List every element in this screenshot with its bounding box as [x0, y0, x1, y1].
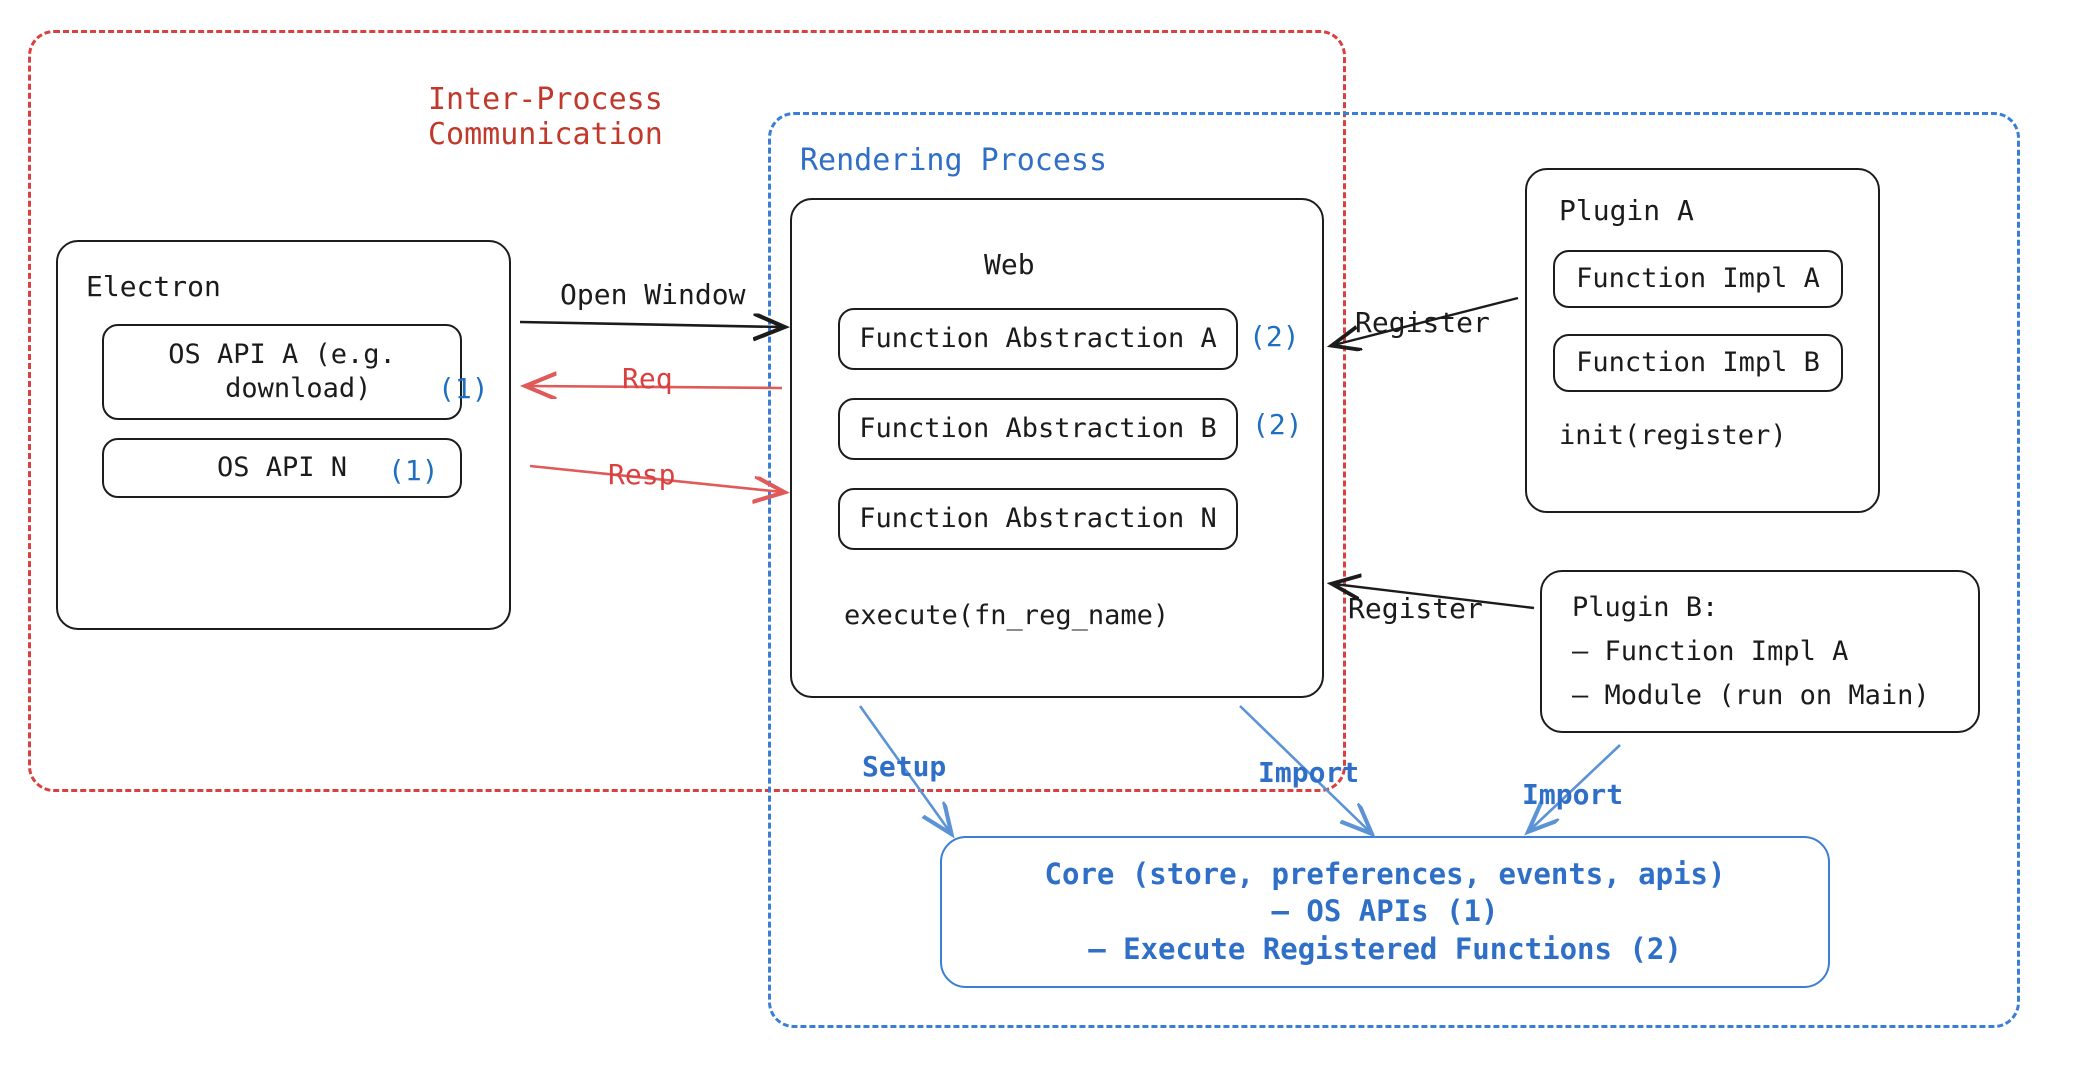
- function-abstraction-n-label: Function Abstraction N: [859, 503, 1217, 535]
- electron-node[interactable]: Electron OS API A (e.g. download) (1) OS…: [56, 240, 511, 630]
- os-api-a-label: OS API A (e.g. download): [168, 339, 396, 404]
- plugin-a-function-impl-b-box[interactable]: Function Impl B: [1553, 334, 1843, 392]
- function-abstraction-a-label: Function Abstraction A: [859, 323, 1217, 355]
- plugin-b-line-2: – Module (run on Main): [1572, 680, 1930, 711]
- open-window-label: Open Window: [560, 278, 746, 311]
- core-line-1: Core (store, preferences, events, apis): [1044, 857, 1726, 892]
- req-label: Req: [622, 362, 673, 395]
- electron-title: Electron: [86, 270, 221, 303]
- plugin-a-function-impl-b-label: Function Impl B: [1576, 347, 1820, 379]
- os-api-a-marker: (1): [438, 372, 489, 405]
- function-abstraction-b-label: Function Abstraction B: [859, 413, 1217, 445]
- web-node[interactable]: Web Function Abstraction A Function Abst…: [790, 198, 1324, 698]
- register-bottom-label: Register: [1348, 592, 1483, 625]
- function-abstraction-a-box[interactable]: Function Abstraction A: [838, 308, 1238, 370]
- function-abstraction-a-marker: (2): [1249, 320, 1300, 353]
- resp-label: Resp: [608, 458, 676, 491]
- os-api-n-box[interactable]: OS API N: [102, 438, 462, 498]
- core-line-2: – OS APIs (1): [1271, 894, 1499, 929]
- plugin-a-node[interactable]: Plugin A Function Impl A Function Impl B…: [1525, 168, 1880, 513]
- rendering-process-region-title: Rendering Process: [800, 143, 1108, 178]
- function-abstraction-b-marker: (2): [1252, 408, 1303, 441]
- import-left-label: Import: [1258, 756, 1360, 789]
- setup-label: Setup: [862, 750, 947, 783]
- plugin-a-title: Plugin A: [1559, 194, 1694, 227]
- os-api-n-marker: (1): [388, 454, 439, 487]
- rendering-process-region-boundary: [768, 112, 2020, 1028]
- register-top-label: Register: [1355, 306, 1490, 339]
- plugin-b-title: Plugin B:: [1572, 592, 1719, 623]
- os-api-n-label: OS API N: [216, 452, 348, 484]
- ipc-region-boundary: [28, 30, 1346, 792]
- plugin-b-node[interactable]: Plugin B: – Function Impl A – Module (ru…: [1540, 570, 1980, 733]
- web-title: Web: [984, 248, 1035, 281]
- plugin-a-function-impl-a-label: Function Impl A: [1576, 263, 1820, 295]
- plugin-a-function-impl-a-box[interactable]: Function Impl A: [1553, 250, 1843, 308]
- os-api-a-box[interactable]: OS API A (e.g. download): [102, 324, 462, 420]
- plugin-b-line-1: – Function Impl A: [1572, 636, 1849, 667]
- core-line-3: – Execute Registered Functions (2): [1088, 931, 1682, 966]
- function-abstraction-b-box[interactable]: Function Abstraction B: [838, 398, 1238, 460]
- plugin-a-init-label: init(register): [1559, 420, 1787, 451]
- ipc-region-title: Inter-Process Communication: [428, 82, 663, 153]
- core-node[interactable]: Core (store, preferences, events, apis) …: [940, 836, 1830, 988]
- function-abstraction-n-box[interactable]: Function Abstraction N: [838, 488, 1238, 550]
- import-right-label: Import: [1522, 778, 1624, 811]
- web-execute-label: execute(fn_reg_name): [844, 600, 1170, 631]
